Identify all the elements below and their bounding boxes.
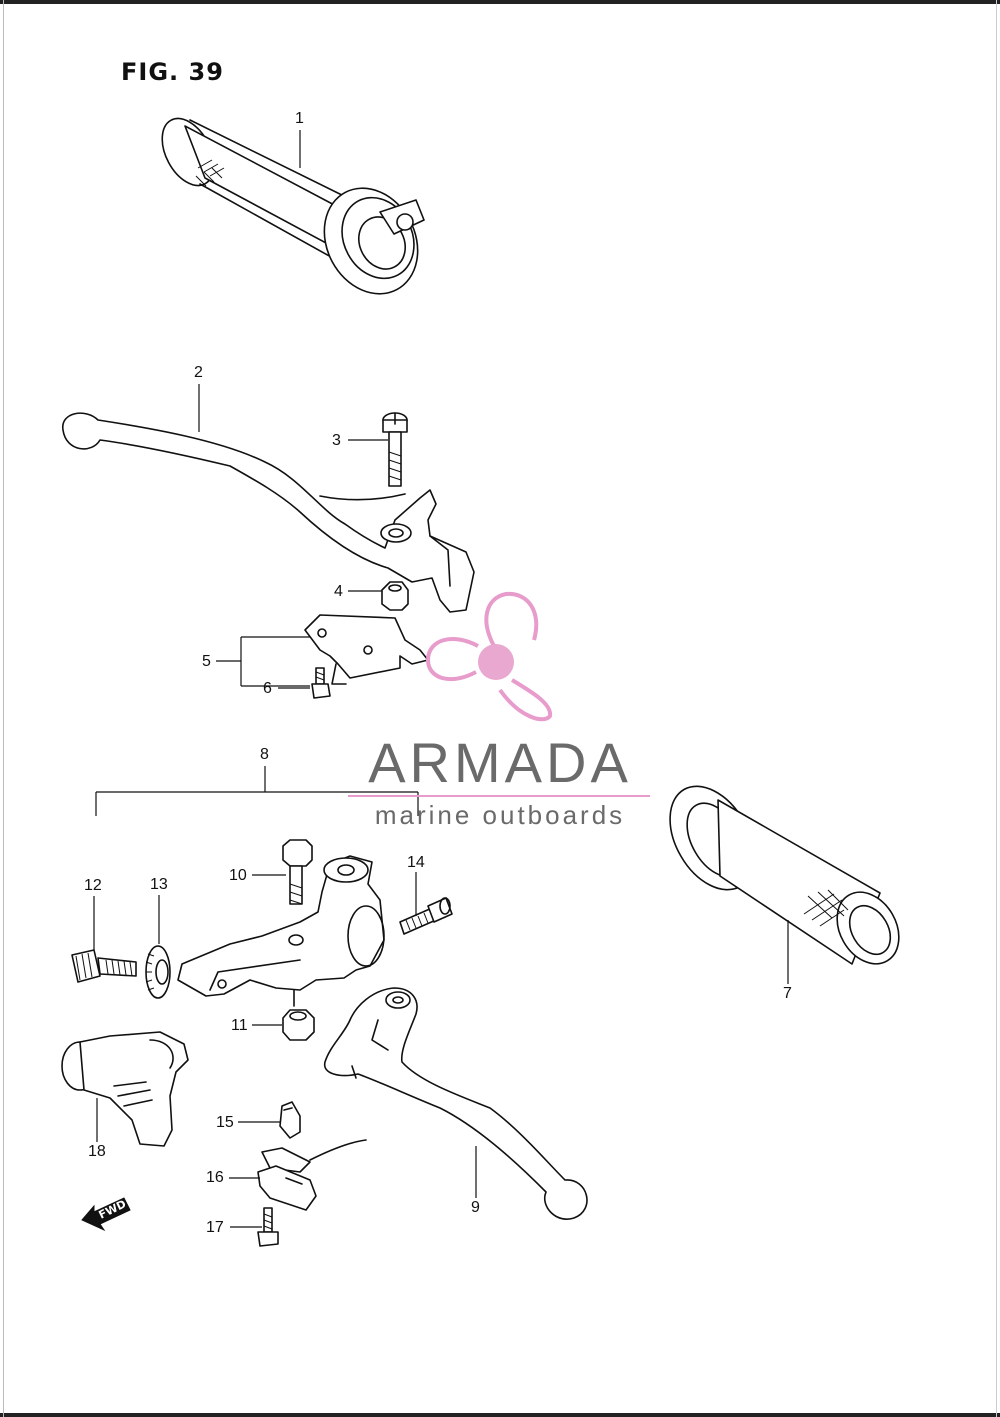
clutch-lever-holder-part-8 xyxy=(177,855,385,997)
figure-title: FIG. 39 xyxy=(121,58,224,86)
frame-left-border xyxy=(3,0,4,1417)
callout-17: 17 xyxy=(206,1219,224,1236)
callout-18: 18 xyxy=(88,1143,106,1160)
callout-14: 14 xyxy=(407,854,425,871)
callout-11: 11 xyxy=(231,1017,248,1034)
callout-1: 1 xyxy=(295,110,304,127)
callout-3: 3 xyxy=(332,432,341,449)
brake-light-switch-part-5 xyxy=(304,614,429,685)
frame-right-border xyxy=(996,0,997,1417)
holder-bolt-part-10 xyxy=(282,839,313,905)
callout-10: 10 xyxy=(229,867,247,884)
plate-screw-part-17 xyxy=(257,1207,279,1247)
callout-7: 7 xyxy=(783,985,792,1002)
callout-16: 16 xyxy=(206,1169,224,1186)
lever-dust-cover-part-18 xyxy=(61,1031,189,1147)
callout-12: 12 xyxy=(84,877,102,894)
callout-5: 5 xyxy=(202,653,211,670)
switch-screw-part-6 xyxy=(311,667,331,699)
watermark-brand-name: ARMADA xyxy=(368,731,632,794)
callout-13: 13 xyxy=(150,876,168,893)
left-handlebar-grip-part-7 xyxy=(669,785,900,965)
throttle-grip-part-1 xyxy=(161,117,425,295)
callout-leader-lines xyxy=(93,130,789,1228)
callout-8: 8 xyxy=(260,746,269,763)
lever-pivot-bolt-part-3 xyxy=(382,412,408,487)
cable-adjuster-part-12 xyxy=(71,949,137,983)
callout-15: 15 xyxy=(216,1114,234,1131)
watermark-divider xyxy=(348,795,650,797)
watermark-tagline: marine outboards xyxy=(374,800,626,830)
clutch-lever-part-9 xyxy=(324,987,588,1220)
frame-bottom-border xyxy=(0,1413,1000,1417)
switch-plate-part-16 xyxy=(257,1139,367,1211)
holder-screw-part-14 xyxy=(399,897,453,935)
forward-direction-arrow-icon xyxy=(81,1197,131,1232)
adjuster-locknut-part-13 xyxy=(145,945,171,999)
clutch-switch-part-15 xyxy=(279,1101,301,1139)
callout-9: 9 xyxy=(471,1199,480,1216)
armada-propeller-logo-icon xyxy=(425,591,553,722)
brake-lever-part-2 xyxy=(62,412,475,613)
callout-2: 2 xyxy=(194,364,203,381)
callout-4: 4 xyxy=(334,583,343,600)
holder-nut-part-11 xyxy=(282,989,315,1041)
callout-6: 6 xyxy=(263,680,272,697)
lever-nut-part-4 xyxy=(381,581,409,611)
frame-top-border xyxy=(0,0,1000,4)
